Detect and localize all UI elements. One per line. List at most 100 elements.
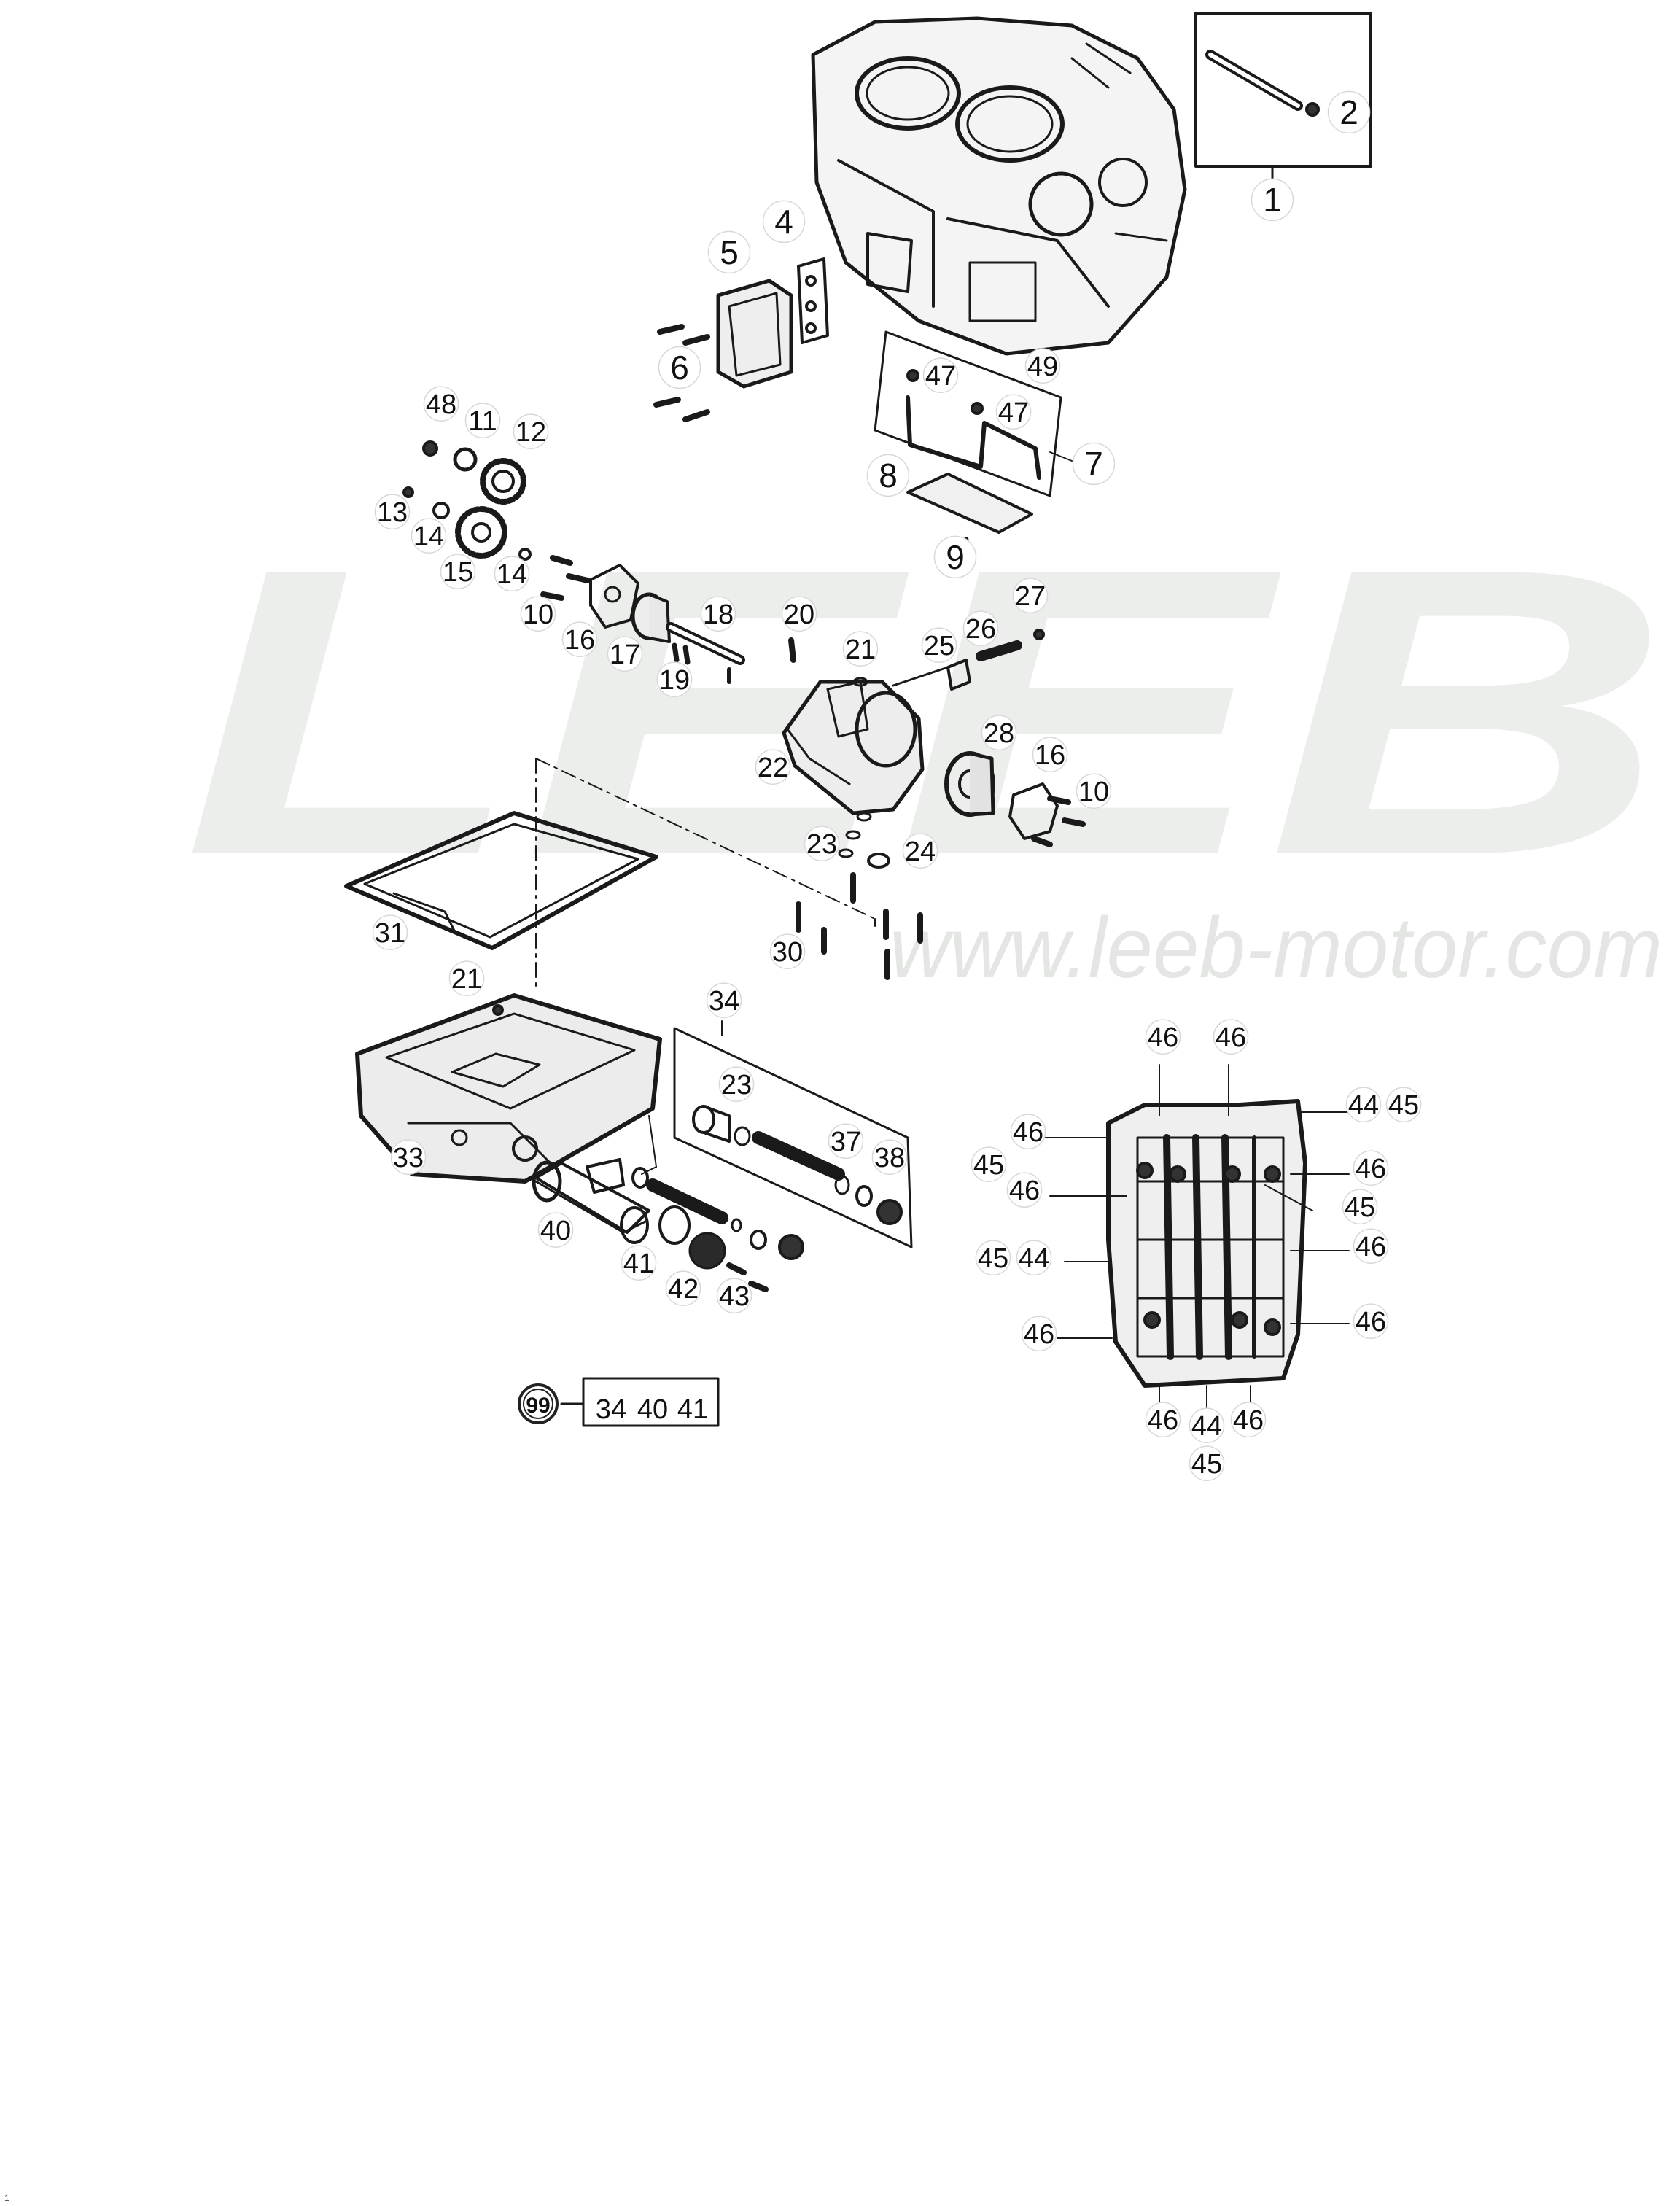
callout-bubble (902, 833, 938, 869)
callout-bubble (607, 636, 643, 672)
callout-number: 44 (1019, 1243, 1049, 1274)
callout-number: 16 (564, 625, 595, 656)
callout-bubble (537, 1212, 574, 1248)
callout-24: 24 (902, 833, 938, 869)
callout-bubble (921, 627, 957, 664)
filter-cartridge-set (532, 1158, 804, 1292)
callout-bubble (871, 1139, 908, 1176)
callout-number: 26 (965, 614, 996, 645)
callout-44: 44 (1345, 1087, 1382, 1123)
callout-bubble (1016, 1240, 1052, 1276)
kit-item: 40 (637, 1394, 668, 1425)
callout-number: 14 (413, 521, 444, 552)
callout-44: 44 (1189, 1407, 1225, 1444)
callout-number: 16 (1035, 740, 1065, 771)
callout-5: 5 (707, 230, 751, 274)
callout-bubble (804, 826, 840, 862)
callout-number: 30 (772, 937, 803, 968)
callout-bubble (933, 535, 977, 579)
callout-number: 20 (784, 599, 814, 630)
callout-46: 46 (1145, 1019, 1181, 1055)
callout-number: 15 (443, 557, 473, 588)
callout-number: 46 (1148, 1405, 1178, 1436)
callout-number: 12 (516, 417, 546, 448)
callout-number: 46 (1356, 1232, 1386, 1262)
callout-27: 27 (1012, 578, 1049, 614)
callout-number: 25 (924, 631, 954, 661)
callout-bubble (781, 596, 817, 632)
callout-45: 45 (1189, 1445, 1225, 1482)
callout-bubble (828, 1123, 864, 1160)
callout-40: 40 (537, 1212, 574, 1248)
callout-bubble (1021, 1316, 1057, 1352)
footer-mark: 1 (4, 2193, 9, 2203)
callout-13: 13 (374, 494, 411, 530)
callout-16: 16 (561, 621, 598, 658)
kit-box-frame (560, 1377, 720, 1427)
callout-number: 46 (1356, 1154, 1386, 1184)
callout-number: 7 (1084, 445, 1103, 483)
callout-number: 49 (1027, 352, 1058, 382)
callout-bubble (464, 403, 501, 439)
callout-bubble (981, 715, 1017, 751)
callout-bubble (448, 960, 485, 997)
callout-46: 46 (1145, 1402, 1181, 1438)
callout-bubble (1006, 1172, 1043, 1208)
callout-number: 23 (721, 1070, 752, 1100)
callout-bubble (706, 982, 742, 1019)
callout-bubble (1189, 1407, 1225, 1444)
callout-number: 43 (719, 1281, 750, 1312)
callout-25: 25 (921, 627, 957, 664)
callout-bubble (374, 494, 411, 530)
callout-number: 13 (377, 497, 408, 528)
oil-pump-drive-gears (402, 440, 591, 601)
callout-46: 46 (1230, 1402, 1267, 1438)
callout-number: 21 (451, 964, 482, 995)
callout-26: 26 (962, 610, 999, 647)
callout-47: 47 (995, 394, 1032, 430)
callout-number: 46 (1013, 1117, 1043, 1148)
callout-bubble (1251, 178, 1294, 222)
callout-number: 6 (670, 349, 689, 387)
callout-bubble (1353, 1150, 1389, 1186)
callout-4: 4 (762, 200, 806, 244)
callout-number: 45 (973, 1150, 1004, 1181)
callout-45: 45 (1385, 1087, 1422, 1123)
callout-number: 40 (540, 1216, 571, 1246)
callout-7: 7 (1072, 442, 1116, 486)
callout-bubble (971, 1146, 1007, 1183)
callout-23: 23 (718, 1066, 755, 1103)
callout-45: 45 (971, 1146, 1007, 1183)
callout-number: 22 (758, 753, 788, 783)
callout-1: 1 (1251, 178, 1294, 222)
callout-bubble (658, 346, 701, 389)
callout-10: 10 (520, 596, 556, 632)
callout-21: 21 (448, 960, 485, 997)
callout-30: 30 (769, 933, 806, 970)
callout-14: 14 (494, 556, 530, 592)
callout-41: 41 (621, 1245, 657, 1281)
callout-bubble (494, 556, 530, 592)
callout-number: 45 (1191, 1449, 1222, 1480)
callout-number: 46 (1233, 1405, 1264, 1436)
callout-11: 11 (464, 403, 501, 439)
kit-item: 41 (677, 1394, 708, 1425)
callout-bubble (621, 1245, 657, 1281)
callout-number: 28 (984, 718, 1014, 749)
callout-45: 45 (1342, 1189, 1378, 1225)
callout-16: 16 (1032, 737, 1068, 773)
callout-28: 28 (981, 715, 1017, 751)
callout-number: 48 (426, 389, 456, 420)
callout-20: 20 (781, 596, 817, 632)
callout-bubble (411, 518, 447, 554)
callout-number: 38 (874, 1143, 905, 1173)
callout-bubble (520, 596, 556, 632)
callout-bubble (1345, 1087, 1382, 1123)
callout-number: 45 (1345, 1192, 1375, 1223)
callout-18: 18 (700, 596, 736, 632)
callout-bubble (372, 914, 408, 951)
callout-number: 4 (774, 203, 793, 241)
oil-filter (944, 751, 1086, 847)
callout-bubble (1189, 1445, 1225, 1482)
